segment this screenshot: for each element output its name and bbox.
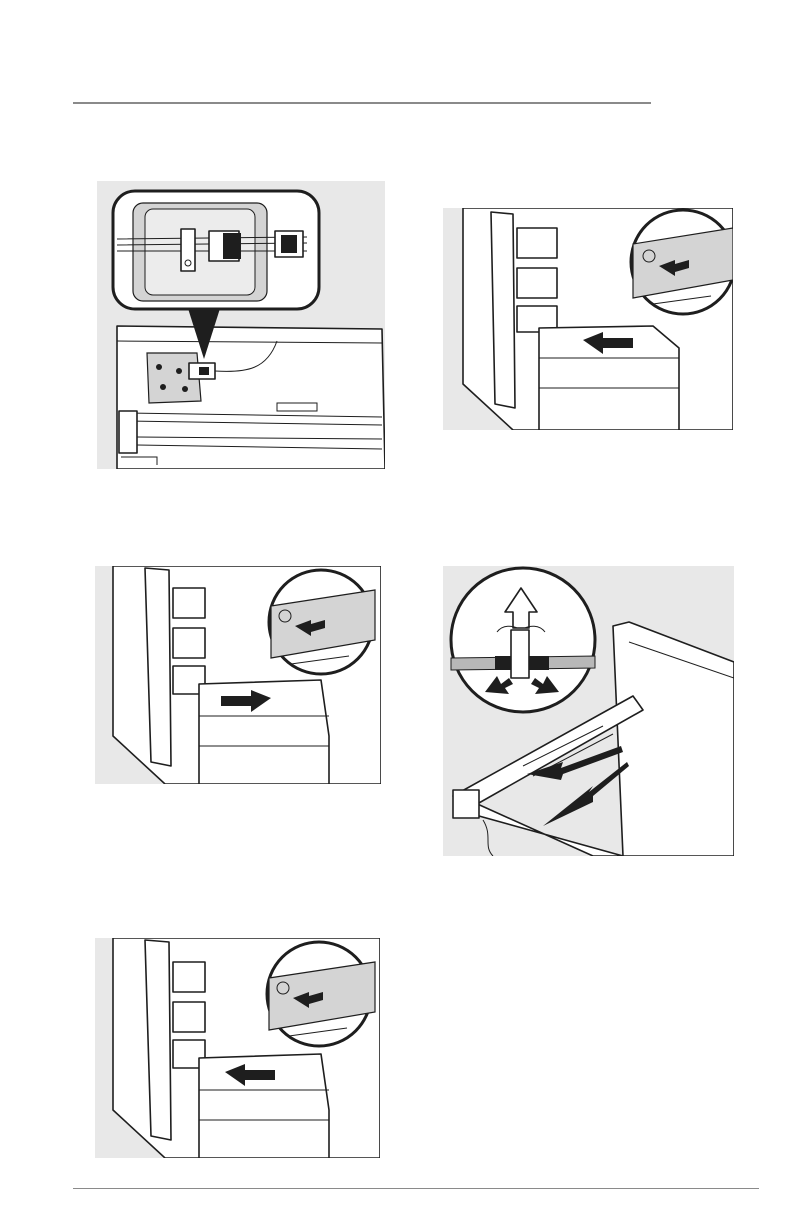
figure-drawer-close-2 bbox=[95, 938, 380, 1158]
freezer-drawer-closing-icon bbox=[95, 938, 380, 1158]
freezer-drawer-opening-icon bbox=[95, 566, 381, 784]
freezer-drawer-closing-icon bbox=[443, 208, 733, 430]
figure-drawer-close-1 bbox=[443, 208, 733, 430]
push-clip-rail-icon bbox=[443, 566, 734, 856]
figure-push-clip bbox=[443, 566, 734, 856]
figure-harness-connector bbox=[97, 181, 385, 469]
wire-harness-connector-icon bbox=[97, 181, 385, 469]
bottom-rule bbox=[73, 1188, 759, 1189]
top-rule bbox=[73, 102, 651, 104]
figure-drawer-open bbox=[95, 566, 381, 784]
